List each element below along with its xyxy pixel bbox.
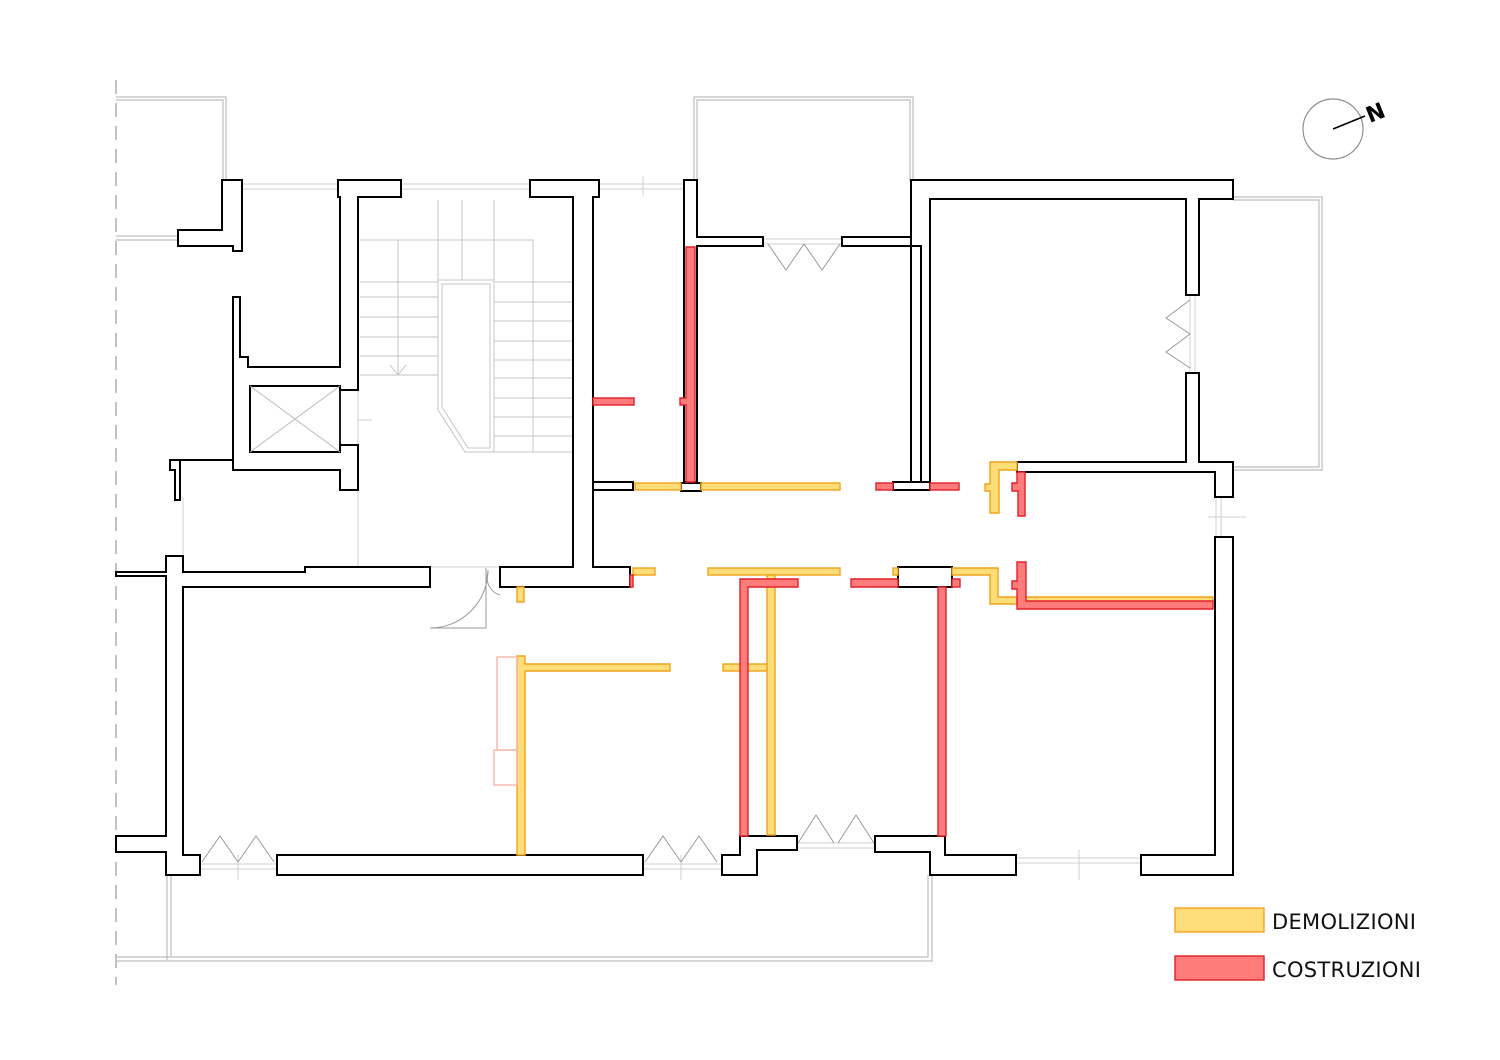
legend-label-construction: COSTRUZIONI bbox=[1272, 958, 1421, 982]
door-swings bbox=[201, 243, 1191, 863]
legend-label-demolition: DEMOLIZIONI bbox=[1272, 910, 1416, 934]
staircase bbox=[360, 200, 573, 453]
legend: DEMOLIZIONI COSTRUZIONI bbox=[1174, 907, 1421, 982]
balcony-bottom bbox=[116, 875, 933, 962]
north-letter: N bbox=[1363, 99, 1389, 129]
legend-swatch-construction bbox=[1174, 955, 1265, 981]
balcony-right bbox=[1233, 196, 1323, 471]
construction-walls bbox=[592, 246, 1214, 837]
legend-item-construction: COSTRUZIONI bbox=[1174, 955, 1421, 982]
north-arrow-icon bbox=[1302, 98, 1364, 160]
balcony-top-left bbox=[116, 96, 227, 182]
north-arrow: N bbox=[1302, 98, 1389, 160]
demolition-walls bbox=[493, 461, 1214, 856]
balcony-top-middle bbox=[693, 96, 914, 182]
entry-door bbox=[429, 568, 489, 629]
lift-shaft bbox=[249, 385, 341, 453]
legend-swatch-demolition bbox=[1174, 907, 1265, 933]
thin-outlines bbox=[115, 80, 1323, 985]
legend-item-demolition: DEMOLIZIONI bbox=[1174, 907, 1416, 934]
existing-walls bbox=[115, 179, 1234, 876]
